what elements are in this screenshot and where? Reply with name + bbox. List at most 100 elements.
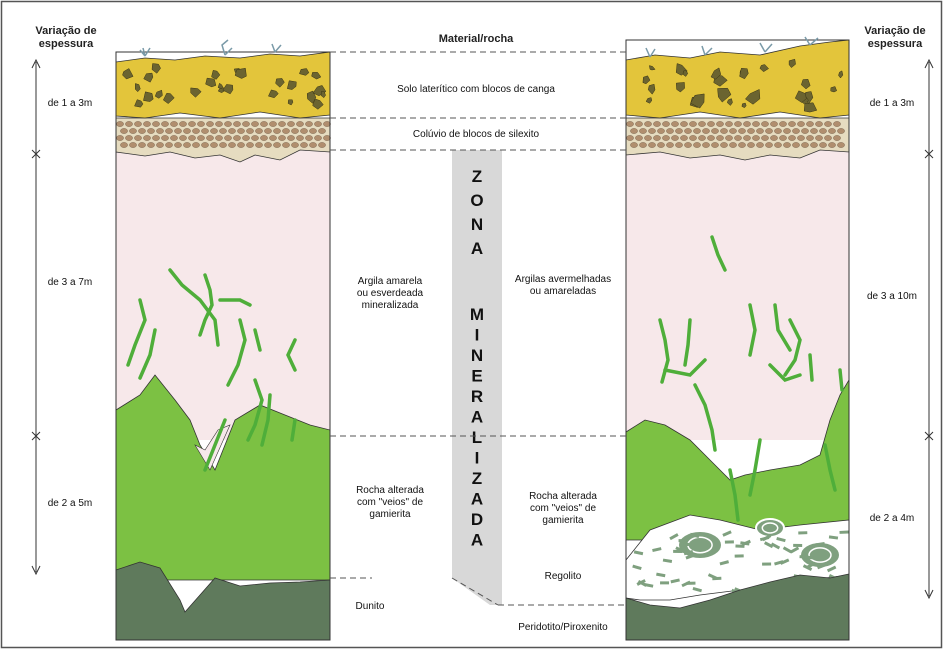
coluvio-pebble	[314, 121, 321, 126]
argila-left-line3: mineralizada	[362, 300, 419, 311]
coluvio-pebble	[657, 128, 664, 133]
rocha-right-line3: gamierita	[542, 515, 584, 526]
left-solo-layer	[116, 52, 330, 118]
coluvio-pebble	[689, 121, 696, 126]
coluvio-pebble	[680, 121, 687, 126]
regolito-boulder	[756, 519, 784, 537]
coluvio-pebble	[215, 121, 222, 126]
coluvio-pebble	[747, 142, 754, 147]
coluvio-pebble	[774, 142, 781, 147]
coluvio-pebble	[779, 121, 786, 126]
right-variation-title-line1: Variação de	[864, 25, 925, 37]
coluvio-pebble	[743, 135, 750, 140]
coluvio-pebble	[783, 142, 790, 147]
coluvio-pebble	[752, 121, 759, 126]
coluvio-pebble	[125, 135, 132, 140]
coluvio-pebble	[192, 142, 199, 147]
rocha-left-line2: com "veios" de	[357, 497, 423, 508]
coluvio-pebble	[201, 142, 208, 147]
mineralizada-letter: N	[471, 346, 483, 365]
coluvio-pebble	[161, 135, 168, 140]
coluvio-pebble	[810, 142, 817, 147]
coluvio-pebble	[314, 135, 321, 140]
canga-block	[143, 92, 153, 102]
coluvio-pebble	[693, 142, 700, 147]
coluvio-pebble	[152, 135, 159, 140]
coluvio-pebble	[797, 121, 804, 126]
coluvio-pebble	[657, 142, 664, 147]
coluvio-pebble	[729, 128, 736, 133]
coluvio-pebble	[833, 135, 840, 140]
coluvio-pebble	[143, 135, 150, 140]
coluvio-pebble	[282, 128, 289, 133]
mineralizada-letter: A	[471, 490, 483, 509]
coluvio-pebble	[797, 135, 804, 140]
rocha-right-line1: Rocha alterada	[529, 491, 597, 502]
coluvio-pebble	[662, 135, 669, 140]
coluvio-pebble	[156, 128, 163, 133]
coluvio-pebble	[206, 121, 213, 126]
coluvio-pebble	[693, 128, 700, 133]
regolito-label: Regolito	[545, 571, 582, 582]
coluvio-pebble	[156, 142, 163, 147]
coluvio-pebble	[228, 128, 235, 133]
coluvio-pebble	[770, 135, 777, 140]
coluvio-pebble	[648, 128, 655, 133]
coluvio-pebble	[309, 142, 316, 147]
regolito-fragment	[660, 581, 669, 584]
coluvio-pebble	[666, 128, 673, 133]
coluvio-pebble	[824, 135, 831, 140]
coluvio-pebble	[684, 128, 691, 133]
coluvio-pebble	[770, 121, 777, 126]
coluvio-pebble	[738, 128, 745, 133]
left-thickness-2: de 3 a 7m	[48, 277, 92, 288]
coluvio-pebble	[666, 142, 673, 147]
mineralizada-letter: E	[471, 367, 482, 386]
coluvio-pebble	[828, 128, 835, 133]
coluvio-pebble	[152, 121, 159, 126]
coluvio-pebble	[653, 135, 660, 140]
coluvio-pebble	[756, 142, 763, 147]
coluvio-pebble	[134, 135, 141, 140]
right-variation-title-line2: espessura	[868, 38, 923, 50]
coluvio-pebble	[738, 142, 745, 147]
mineralizada-letter: I	[475, 326, 480, 345]
coluvio-pebble	[779, 135, 786, 140]
coluvio-pebble	[765, 128, 772, 133]
coluvio-pebble	[251, 121, 258, 126]
coluvio-pebble	[147, 142, 154, 147]
coluvio-pebble	[296, 135, 303, 140]
coluvio-pebble	[725, 135, 732, 140]
coluvio-pebble	[662, 121, 669, 126]
coluvio-pebble	[305, 135, 312, 140]
coluvio-pebble	[125, 121, 132, 126]
regolito-fragment	[725, 540, 734, 543]
coluvio-pebble	[183, 142, 190, 147]
coluvio-pebble	[707, 121, 714, 126]
coluvio-pebble	[648, 142, 655, 147]
coluvio-pebble	[237, 128, 244, 133]
coluvio-pebble	[639, 142, 646, 147]
left-variation-title-line1: Variação de	[35, 25, 96, 37]
regolito-fragment	[679, 539, 688, 542]
coluvio-pebble	[188, 121, 195, 126]
coluvio-pebble	[233, 135, 240, 140]
coluvio-pebble	[761, 121, 768, 126]
coluvio-pebble	[255, 142, 262, 147]
coluvio-pebble	[630, 128, 637, 133]
coluvio-pebble	[788, 135, 795, 140]
coluvio-pebble	[819, 142, 826, 147]
coluvio-pebble	[711, 128, 718, 133]
rocha-right-line2: com "veios" de	[530, 503, 596, 514]
coluvio-pebble	[783, 128, 790, 133]
coluvio-pebble	[219, 128, 226, 133]
coluvio-pebble	[215, 135, 222, 140]
mineralizada-letter: Z	[472, 469, 482, 488]
coluvio-pebble	[170, 135, 177, 140]
zona-letter: O	[470, 191, 483, 210]
mineralizada-letter: R	[471, 387, 483, 406]
coluvio-pebble	[837, 142, 844, 147]
coluvio-pebble	[269, 135, 276, 140]
coluvio-pebble	[188, 135, 195, 140]
